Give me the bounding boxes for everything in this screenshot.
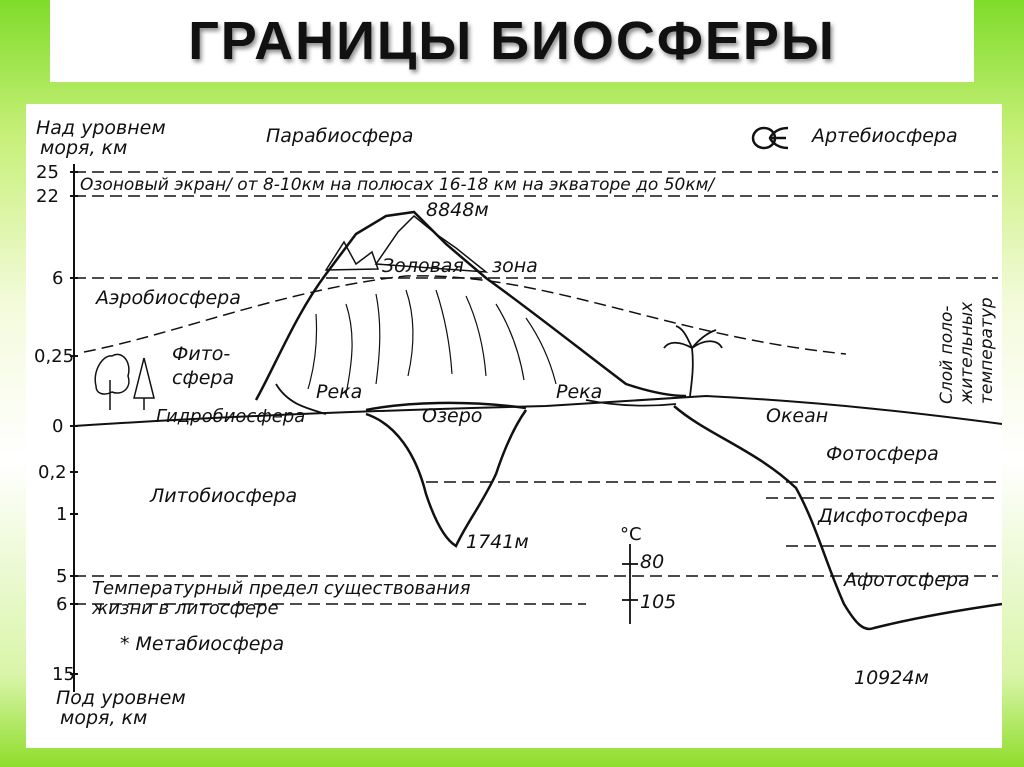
label-positive-temp: Слой поло- жительных температур — [937, 297, 997, 405]
tree-deciduous — [94, 353, 130, 410]
axis-top-label-2: моря, км — [40, 137, 127, 159]
label-temp-105: 105 — [640, 591, 676, 613]
label-phyto-2: сфера — [172, 367, 234, 389]
mountain-outline — [254, 210, 687, 401]
label-lake: Озеро — [422, 405, 482, 427]
tick-15: 15 — [52, 664, 75, 685]
ocean-trench — [673, 405, 1002, 631]
river-left — [275, 383, 327, 415]
tick-6-below: 6 — [56, 594, 67, 615]
label-ocean: Океан — [766, 405, 828, 427]
palm-tree — [663, 325, 723, 397]
diagram-svg: Над уровнем моря, км Под уровнем моря, к… — [34, 117, 1002, 729]
biosphere-diagram: Над уровнем моря, км Под уровнем моря, к… — [26, 104, 1002, 748]
label-river-right: Река — [556, 381, 602, 403]
label-lake-depth: 1741м — [466, 531, 529, 553]
tick-25: 25 — [36, 162, 59, 183]
lake-trough — [365, 409, 528, 548]
label-everest: 8848м — [426, 199, 489, 221]
label-artebiosphere: Артебиосфера — [810, 125, 958, 147]
label-river-left: Река — [316, 381, 362, 403]
lake-surface — [365, 401, 527, 412]
mountain-hatching — [307, 289, 557, 395]
tick-0: 0 — [52, 416, 63, 437]
label-aeolian-1: Золовая — [382, 255, 464, 277]
label-photosphere: Фотосфера — [826, 443, 939, 465]
label-temp-limit-1: Температурный предел существования — [92, 578, 471, 599]
tick-02: 0,2 — [38, 462, 67, 483]
page-title: ГРАНИЦЫ БИОСФЕРЫ — [188, 11, 836, 71]
axis-top-label-1: Над уровнем — [36, 117, 166, 139]
label-lithobiosphere: Литобиосфера — [149, 485, 297, 507]
label-positive-temp-2: жительных — [957, 301, 977, 405]
aerobiosphere-boundary — [83, 275, 847, 355]
label-metabiosphere: * Метабиосфера — [120, 633, 284, 655]
tick-6: 6 — [52, 268, 63, 289]
axis-bottom-label-2: моря, км — [60, 707, 147, 729]
sea-level-line — [73, 394, 1002, 427]
tick-22: 22 — [36, 186, 59, 207]
mountain-snow-small — [324, 240, 380, 271]
label-aerobiosphere: Аэробиосфера — [94, 287, 241, 309]
label-aeolian-2: зона — [492, 255, 538, 277]
title-banner: ГРАНИЦЫ БИОСФЕРЫ — [50, 0, 974, 82]
label-positive-temp-3: температур — [977, 297, 997, 404]
label-positive-temp-1: Слой поло- — [937, 305, 957, 404]
label-disphotosphere: Дисфотосфера — [817, 505, 968, 527]
label-temp-80: 80 — [640, 551, 664, 573]
label-ocean-depth: 10924м — [854, 667, 929, 689]
label-aphotosphere: Афотосфера — [842, 569, 970, 591]
label-temp-limit-2: жизни в литосфере — [91, 598, 279, 619]
label-parabiosphere: Парабиосфера — [266, 125, 413, 147]
artebiosphere-symbol — [751, 126, 789, 150]
river-right — [585, 399, 677, 407]
label-hydrobiosphere: Гидробиосфера — [156, 406, 305, 427]
tree-conifer — [133, 357, 155, 410]
tick-5: 5 — [56, 566, 67, 587]
label-celsius: °С — [620, 524, 642, 545]
tick-025: 0,25 — [34, 346, 74, 367]
tick-1: 1 — [56, 504, 67, 525]
mountain-snow-peak — [374, 214, 489, 273]
label-ozone: Озоновый экран/ от 8-10км на полюсах 16-… — [80, 175, 716, 195]
axis-bottom-label-1: Под уровнем — [56, 687, 186, 709]
label-phyto-1: Фито- — [172, 343, 230, 365]
